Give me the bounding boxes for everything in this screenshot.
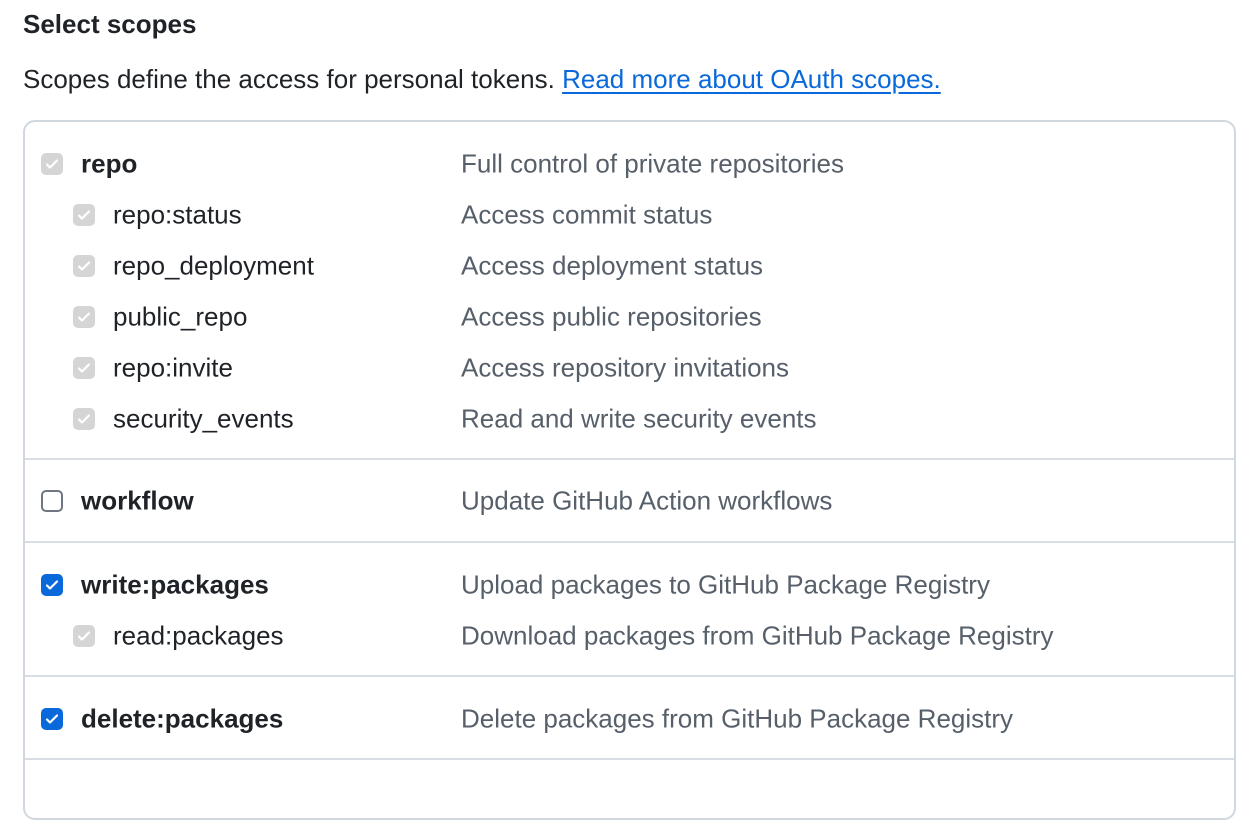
scope-group-repo: repo Full control of private repositorie… <box>25 122 1234 460</box>
scope-description: Update GitHub Action workflows <box>461 485 833 515</box>
scope-row-repo-status: repo:status Access commit status <box>25 189 1234 240</box>
checkmark-icon <box>77 209 91 220</box>
scope-description: Full control of private repositories <box>461 148 844 178</box>
scope-name: workflow <box>81 485 194 515</box>
repo-deployment-checkbox <box>73 254 95 277</box>
scope-description: Download packages from GitHub Package Re… <box>461 620 1054 650</box>
scope-name: repo:status <box>113 199 242 229</box>
scope-description: Access deployment status <box>461 250 764 280</box>
scopes-list: repo Full control of private repositorie… <box>23 120 1236 820</box>
delete-packages-checkbox[interactable] <box>41 707 63 730</box>
scope-name: write:packages <box>81 569 269 599</box>
checkmark-icon <box>77 630 91 641</box>
checkmark-icon <box>77 413 91 424</box>
scope-description: Read and write security events <box>461 403 817 433</box>
scope-row-repo-invite: repo:invite Access repository invitation… <box>25 342 1234 393</box>
scope-row-write-packages[interactable]: write:packages Upload packages to GitHub… <box>25 559 1234 610</box>
security-events-checkbox <box>73 407 95 430</box>
scope-description: Delete packages from GitHub Package Regi… <box>461 703 1014 733</box>
scope-description: Access commit status <box>461 199 713 229</box>
scope-description: Access public repositories <box>461 301 762 331</box>
checkmark-icon <box>45 158 59 169</box>
scope-description: Upload packages to GitHub Package Regist… <box>461 569 990 599</box>
checkmark-icon <box>77 260 91 271</box>
oauth-scopes-link[interactable]: Read more about OAuth scopes. <box>562 64 941 94</box>
section-description: Scopes define the access for personal to… <box>23 60 941 98</box>
scope-row-read-packages: read:packages Download packages from Git… <box>25 610 1234 661</box>
checkmark-icon <box>45 579 59 590</box>
write-packages-checkbox[interactable] <box>41 573 63 596</box>
repo-invite-checkbox <box>73 356 95 379</box>
scope-group-delete-packages: delete:packages Delete packages from Git… <box>25 677 1234 760</box>
scope-name: delete:packages <box>81 703 284 733</box>
scope-name: repo_deployment <box>113 250 314 280</box>
section-title: Select scopes <box>23 9 197 39</box>
scope-row-workflow[interactable]: workflow Update GitHub Action workflows <box>25 475 1234 526</box>
scope-name: repo:invite <box>113 352 233 382</box>
repo-status-checkbox <box>73 203 95 226</box>
read-packages-checkbox <box>73 624 95 647</box>
scope-row-repo-deployment: repo_deployment Access deployment status <box>25 240 1234 291</box>
scope-group-workflow: workflow Update GitHub Action workflows <box>25 460 1234 543</box>
checkmark-icon <box>77 311 91 322</box>
scope-name: repo <box>81 148 138 178</box>
scope-name: read:packages <box>113 620 284 650</box>
scope-name: public_repo <box>113 301 248 331</box>
workflow-checkbox[interactable] <box>41 489 63 512</box>
repo-checkbox <box>41 152 63 175</box>
scope-name: security_events <box>113 403 294 433</box>
public-repo-checkbox <box>73 305 95 328</box>
scope-row-security-events: security_events Read and write security … <box>25 393 1234 444</box>
checkmark-icon <box>77 362 91 373</box>
checkmark-icon <box>45 713 59 724</box>
scope-row-repo: repo Full control of private repositorie… <box>25 138 1234 189</box>
scope-description: Access repository invitations <box>461 352 790 382</box>
scope-row-delete-packages[interactable]: delete:packages Delete packages from Git… <box>25 693 1234 744</box>
description-text: Scopes define the access for personal to… <box>23 64 555 94</box>
scope-group-write-packages: write:packages Upload packages to GitHub… <box>25 543 1234 677</box>
scope-row-public-repo: public_repo Access public repositories <box>25 291 1234 342</box>
